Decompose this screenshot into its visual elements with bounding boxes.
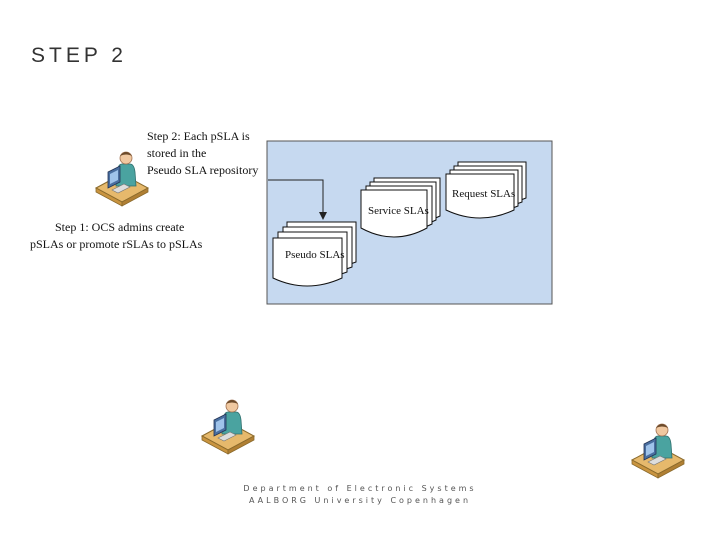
request-slas-label: Request SLAs [452,188,515,200]
step1-caption: Step 1: OCS admins create pSLAs or promo… [30,220,203,251]
step1-line2: pSLAs or promote rSLAs to pSLAs [30,237,203,251]
footer-university: AALBORG University Copenhagen [0,496,720,505]
request-slas-stack: Request SLAs [446,162,526,218]
step1-line1: Step 1: OCS admins create [55,220,184,234]
user-workstation-icon [202,400,254,454]
footer-department: Department of Electronic Systems [0,484,720,493]
step2-line1: Step 2: Each pSLA is [147,129,250,143]
service-slas-label: Service SLAs [368,205,429,217]
user-workstation-icon [632,424,684,478]
pseudo-slas-label: Pseudo SLAs [285,249,345,261]
step2-caption: Step 2: Each pSLA is stored in the Pseud… [147,129,258,177]
step2-line2: stored in the [147,146,206,160]
admin-workstation-icon [96,152,148,206]
step2-line3: Pseudo SLA repository [147,163,258,177]
